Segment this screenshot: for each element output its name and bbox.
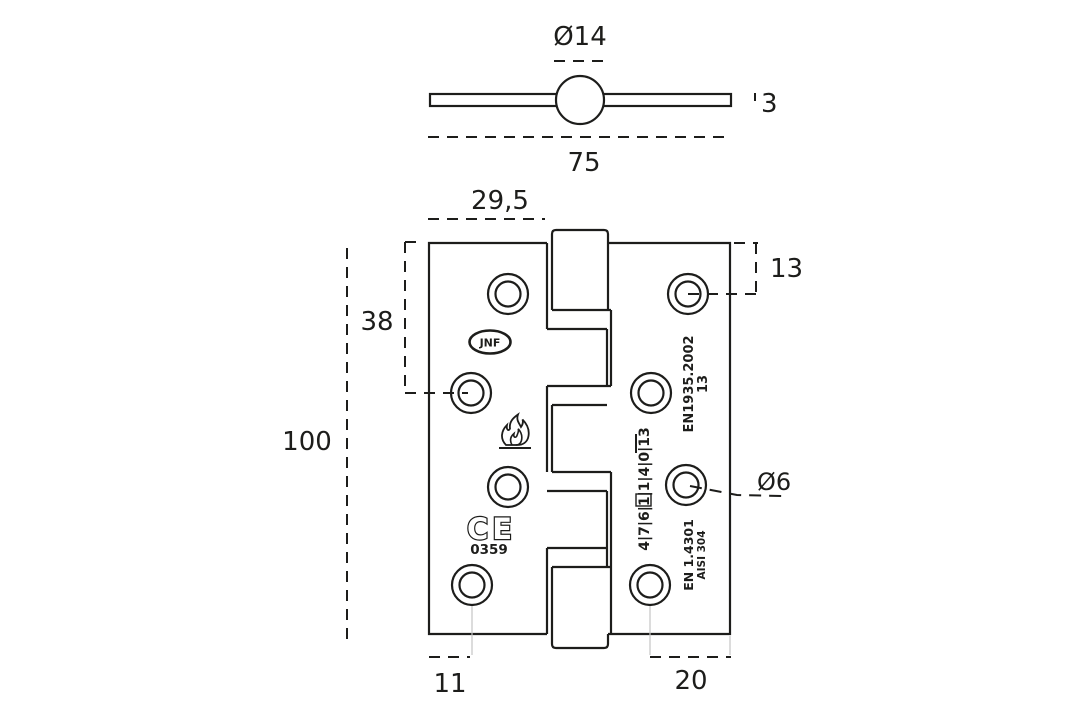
dim-screw-hole-diameter-label: Ø6 bbox=[757, 468, 791, 496]
standard-grade-text: 13 bbox=[696, 375, 711, 393]
dim-height-label: 100 bbox=[282, 427, 332, 457]
screw-hole bbox=[450, 563, 494, 607]
ce-mark: CE 0359 bbox=[466, 511, 516, 558]
jnf-logo: JNF bbox=[468, 329, 512, 355]
dim-second-hole-offset-label: 38 bbox=[360, 307, 393, 337]
jnf-logo-text: JNF bbox=[479, 337, 501, 350]
standard-code-text: EN1935.2002 bbox=[682, 335, 697, 432]
standard-marking: EN1935.2002 13 bbox=[682, 335, 711, 432]
dim-pin-diameter-label: Ø14 bbox=[553, 22, 607, 52]
dimension-lines bbox=[346, 218, 784, 658]
dim-hole-leader bbox=[689, 485, 784, 497]
dim-knuckle-width-label: 29,5 bbox=[471, 186, 529, 216]
knuckle-interlock-lines bbox=[545, 243, 613, 634]
ce-notified-body-text: 0359 bbox=[470, 542, 508, 558]
classification-marking: 4|7|6|1|1|4|0|13 bbox=[635, 427, 653, 551]
dim-width-label: 75 bbox=[567, 148, 600, 178]
screw-hole bbox=[449, 371, 493, 415]
pin-circle bbox=[554, 74, 606, 126]
material-marking: EN 1.4301 AISI 304 bbox=[681, 519, 708, 591]
material-grade-text: EN 1.4301 bbox=[681, 519, 696, 591]
classification-grade-box bbox=[635, 493, 652, 507]
extension-lines bbox=[471, 606, 731, 655]
screw-hole bbox=[486, 272, 530, 316]
right-leaf-outline bbox=[608, 241, 732, 636]
dim-bottom-left-offset-label: 11 bbox=[433, 669, 466, 699]
screw-hole bbox=[628, 563, 672, 607]
classification-code-text: 4|7|6|1|1|4|0|13 bbox=[637, 427, 653, 550]
dim-thickness-label: 3 bbox=[761, 89, 778, 119]
screw-hole bbox=[629, 371, 673, 415]
front-view bbox=[427, 228, 732, 650]
top-knuckle-tab bbox=[550, 228, 610, 243]
bottom-knuckle-tab bbox=[550, 634, 610, 650]
screw-hole bbox=[486, 465, 530, 509]
screw-hole bbox=[664, 463, 708, 507]
left-leaf-outline bbox=[427, 241, 547, 636]
material-aisi-text: AISI 304 bbox=[696, 530, 708, 579]
top-view bbox=[428, 60, 756, 138]
dim-bottom-right-offset-label: 20 bbox=[674, 666, 707, 696]
ce-mark-text: CE bbox=[467, 512, 516, 546]
flame-icon bbox=[499, 412, 531, 449]
dim-top-hole-offset-label: 13 bbox=[770, 254, 803, 284]
